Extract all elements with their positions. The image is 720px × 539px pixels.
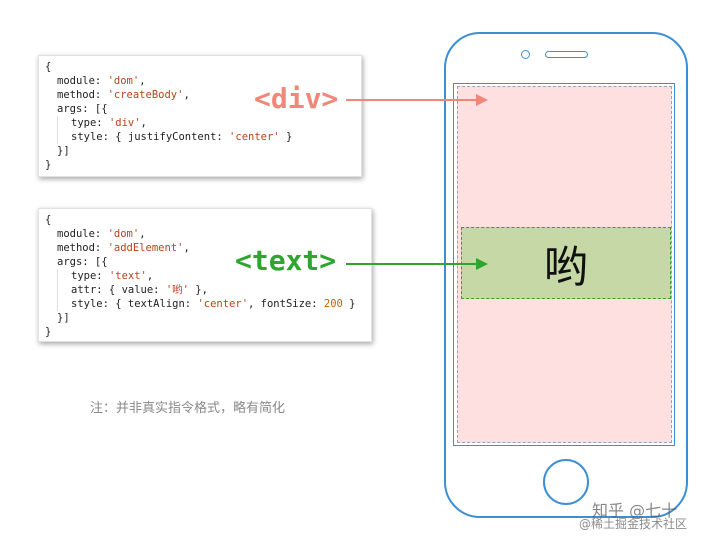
- div-tag-label: <div>: [254, 82, 339, 115]
- text-tag-label: <text>: [235, 244, 337, 277]
- code-line: }: [45, 159, 52, 171]
- div-arrow: [346, 94, 488, 106]
- code-line: attr: { value: '哟' },: [57, 283, 365, 297]
- text-element-box: 哟: [461, 227, 671, 299]
- code-line: args: [{: [57, 256, 108, 268]
- footnote: 注：并非真实指令格式，略有简化: [90, 401, 286, 416]
- watermark-juejin: @稀土掘金技术社区: [579, 517, 688, 531]
- text-element-content: 哟: [544, 242, 588, 293]
- code-line: style: { justifyContent: 'center' }: [57, 130, 355, 144]
- code-line: type: 'text',: [57, 269, 365, 283]
- home-button-icon: [543, 459, 589, 505]
- code-card-create-body: { module: 'dom', method: 'createBody', a…: [38, 55, 362, 177]
- code-line: method: 'createBody',: [57, 89, 190, 101]
- watermark-zhihu: 知乎 @七十: [592, 501, 678, 520]
- camera-icon: [521, 50, 530, 59]
- code-line: args: [{: [57, 103, 108, 115]
- code-line: module: 'dom',: [57, 75, 146, 87]
- speaker-icon: [545, 51, 588, 58]
- code-line: {: [45, 61, 52, 73]
- code-line: module: 'dom',: [57, 228, 146, 240]
- code-line: method: 'addElement',: [57, 242, 190, 254]
- code-line: }]: [57, 312, 70, 324]
- text-arrow: [346, 258, 488, 270]
- code-line: type: 'div',: [57, 116, 355, 130]
- code-card-add-element: { module: 'dom', method: 'addElement', a…: [38, 208, 372, 342]
- code-line: style: { textAlign: 'center', fontSize: …: [57, 297, 365, 311]
- code-line: }]: [57, 145, 70, 157]
- code-line: }: [45, 326, 52, 338]
- code-line: {: [45, 214, 52, 226]
